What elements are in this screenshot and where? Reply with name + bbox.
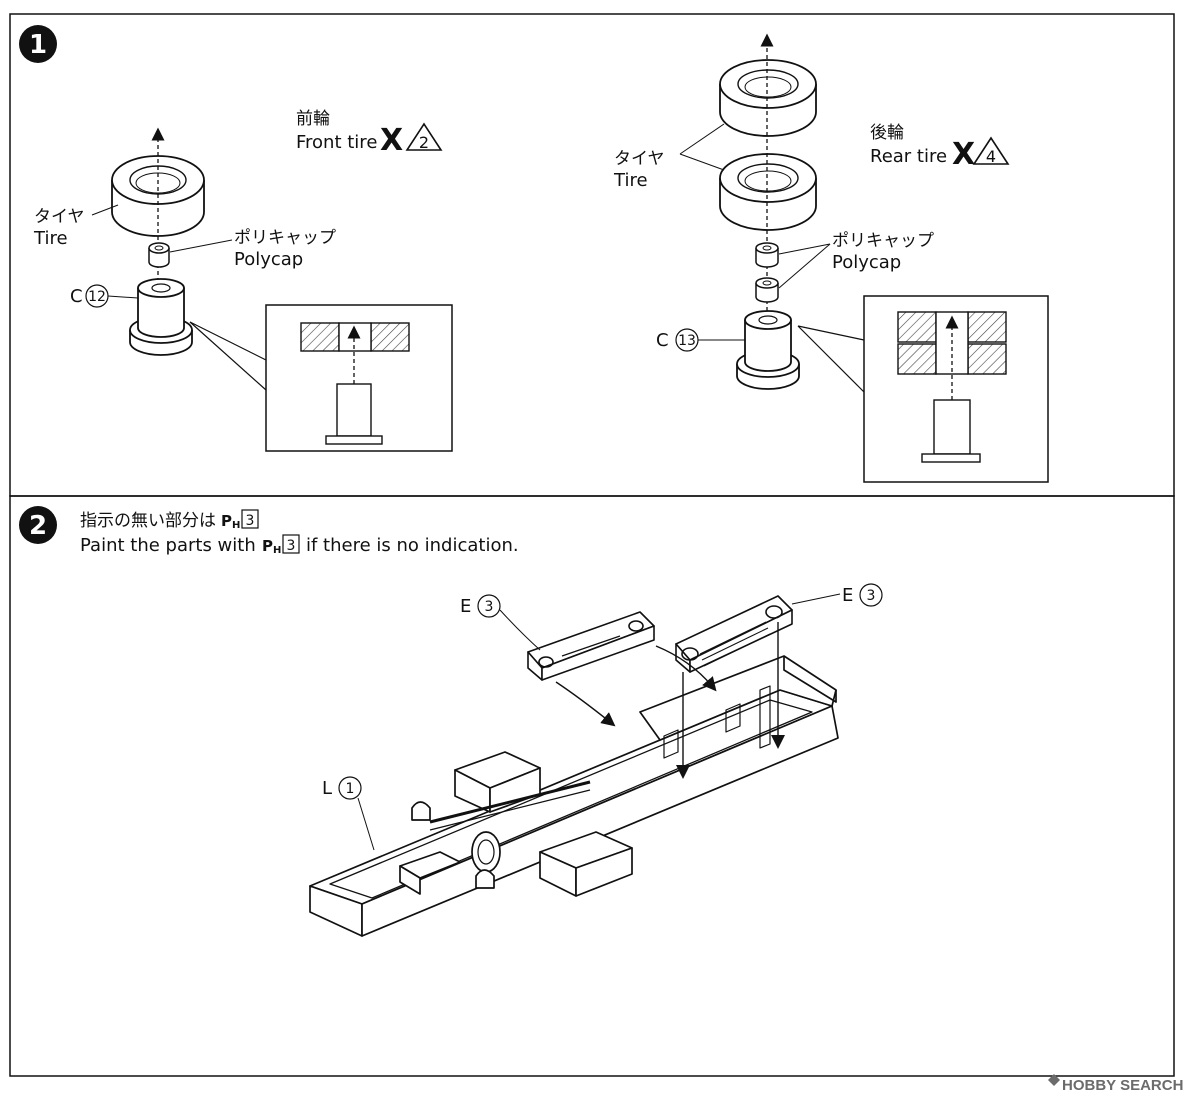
svg-text:P: P (262, 537, 273, 555)
svg-text:C: C (656, 330, 669, 351)
note-en-suffix: if there is no indication. (306, 535, 519, 556)
front-tire-label-en: Tire (33, 228, 68, 249)
front-polycap-leader (169, 239, 233, 253)
front-tire-assembly: 前輪 Front tire X 2 タイヤ Tire ポリキャップ Polyca… (33, 109, 453, 452)
svg-text:HOBBY SEARCH: HOBBY SEARCH (1062, 1077, 1183, 1094)
svg-text:1: 1 (29, 30, 47, 60)
svg-text:L: L (322, 778, 332, 799)
rear-tire-label-jp: タイヤ (614, 149, 665, 169)
svg-text:4: 4 (986, 147, 996, 166)
front-title-jp: 前輪 (296, 109, 330, 129)
svg-text:1: 1 (346, 781, 355, 797)
svg-text:12: 12 (88, 289, 106, 305)
note-en-prefix: Paint the parts with (80, 535, 256, 556)
rear-detail-callout (797, 295, 1049, 483)
rear-title-en: Rear tire (870, 146, 947, 167)
front-polycap-illustration (148, 242, 170, 268)
note-jp: 指示の無い部分は (80, 511, 216, 531)
svg-text:E: E (460, 596, 471, 617)
svg-text:P: P (221, 512, 232, 530)
svg-text:H: H (273, 545, 281, 556)
svg-text:H: H (232, 520, 240, 531)
svg-text:3: 3 (485, 599, 494, 615)
rear-hub-illustration (736, 310, 800, 390)
rear-hub-part-label: C 13 (656, 328, 745, 352)
rear-polycap-label-en: Polycap (832, 252, 901, 273)
front-hub-illustration (129, 278, 193, 356)
chassis-frame-illustration (309, 655, 839, 937)
step1-number-badge: 1 (19, 25, 57, 63)
rear-tire-assembly: 後輪 Rear tire X 4 タイヤ Tire (613, 33, 1049, 483)
paint-code-icon-en: P H 3 (262, 534, 300, 556)
step2-instruction-note: 指示の無い部分は P H 3 Paint the parts with P H … (80, 509, 519, 556)
bracket-right-part-label: E 3 (791, 583, 883, 607)
front-qty-triangle-icon: 2 (405, 122, 443, 152)
svg-text:2: 2 (29, 511, 47, 541)
svg-text:E: E (842, 585, 853, 606)
front-tire-leader (91, 204, 119, 216)
svg-text:C: C (70, 286, 83, 307)
rear-polycap-label-jp: ポリキャップ (832, 231, 934, 251)
rear-qty-symbol: X (952, 137, 975, 172)
front-hub-part-label: C 12 (70, 284, 139, 308)
front-polycap-label-jp: ポリキャップ (234, 228, 336, 248)
paint-code-icon-jp: P H 3 (221, 509, 259, 531)
front-tire-label-jp: タイヤ (34, 207, 85, 227)
rear-polycap-leaders (778, 243, 831, 289)
rear-tire-label-en: Tire (613, 170, 648, 191)
front-detail-callout (189, 304, 453, 452)
front-polycap-label-en: Polycap (234, 249, 303, 270)
rear-qty-triangle-icon: 4 (972, 136, 1010, 166)
rear-tire-lower-illustration (719, 153, 817, 231)
hobby-search-watermark: HOBBY SEARCH (1048, 1074, 1183, 1094)
svg-text:3: 3 (867, 588, 876, 604)
bracket-right-illustration (675, 595, 793, 673)
svg-text:13: 13 (678, 333, 696, 349)
chassis-part-label: L 1 (322, 776, 375, 851)
rear-polycap-lower-illustration (755, 277, 779, 303)
svg-text:2: 2 (419, 133, 429, 152)
step2-number-badge: 2 (19, 506, 57, 544)
svg-text:3: 3 (287, 538, 296, 554)
step2-panel (9, 495, 1175, 1077)
assembly-arrows (555, 622, 785, 779)
bracket-left-part-label: E 3 (460, 594, 541, 651)
rear-title-jp: 後輪 (870, 123, 904, 143)
rear-tire-upper-illustration (719, 59, 817, 137)
rear-tire-leaders (679, 123, 725, 171)
bracket-left-illustration (527, 611, 655, 681)
front-qty-symbol: X (380, 123, 403, 158)
front-title-en: Front tire (296, 132, 377, 153)
svg-text:3: 3 (246, 513, 255, 529)
rear-polycap-upper-illustration (755, 242, 779, 268)
